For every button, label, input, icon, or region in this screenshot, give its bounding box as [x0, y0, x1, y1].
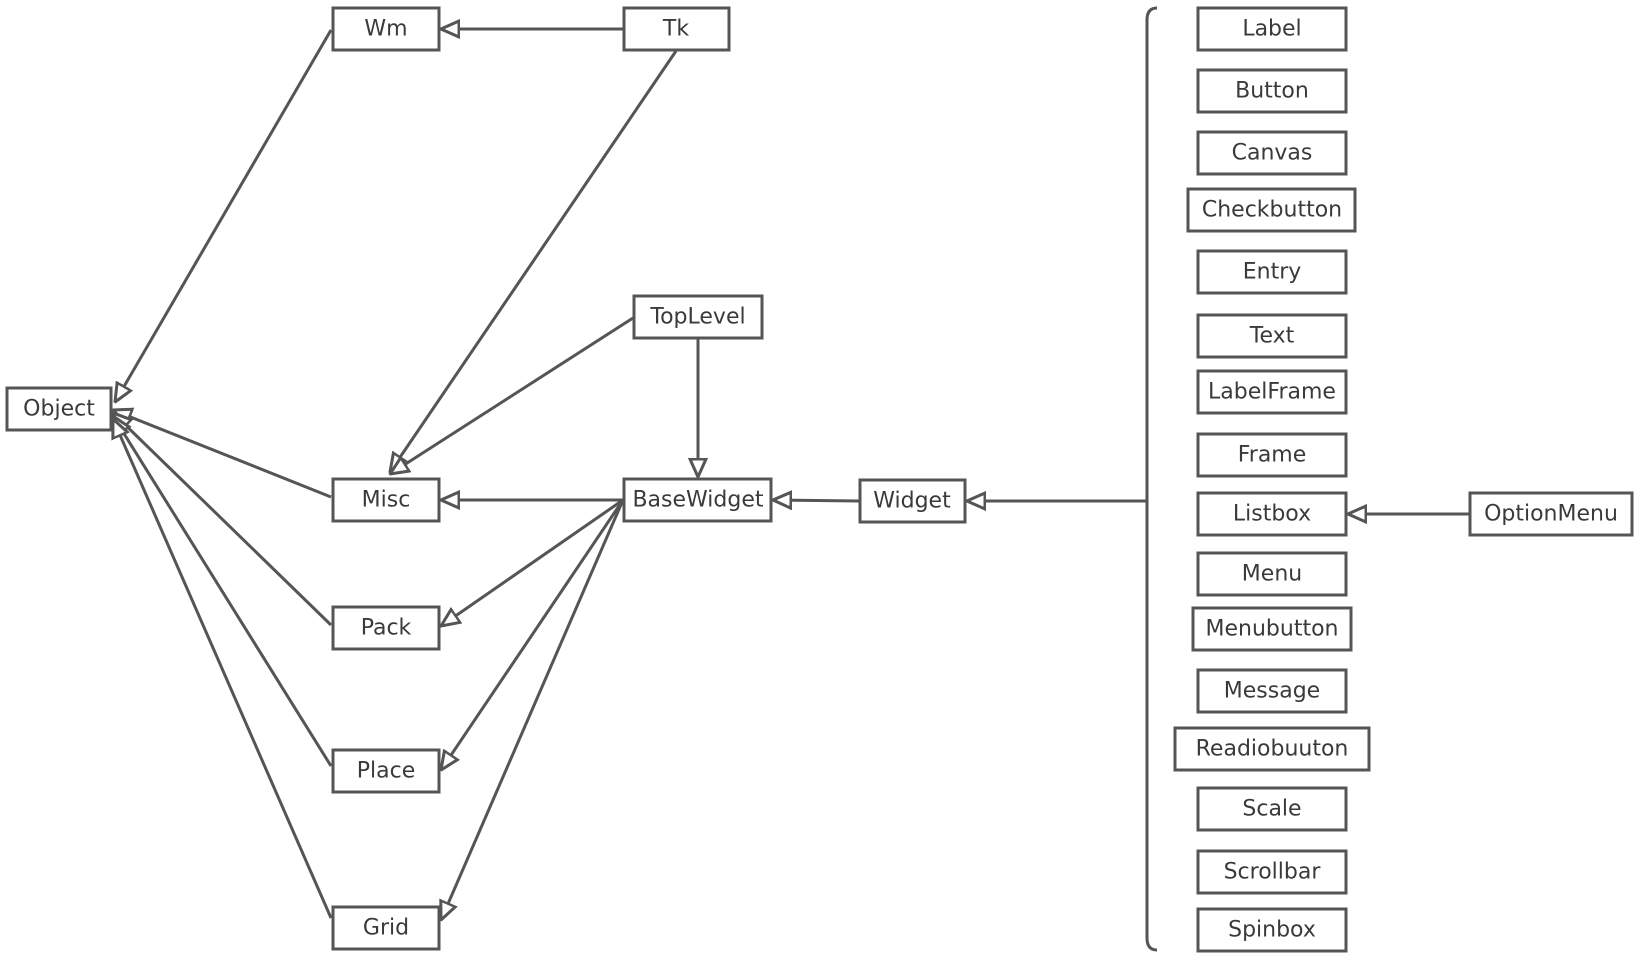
- node-scale-label: Scale: [1242, 797, 1301, 822]
- node-place-label: Place: [357, 759, 416, 784]
- node-menubutton-label: Menubutton: [1206, 617, 1339, 642]
- node-button: Button: [1196, 68, 1348, 114]
- node-optionmenu-label: OptionMenu: [1484, 502, 1618, 527]
- node-menu-label: Menu: [1242, 562, 1302, 587]
- inheritance-edges: [113, 29, 1469, 920]
- node-text-label: Text: [1249, 324, 1295, 349]
- node-message-label: Message: [1224, 679, 1320, 704]
- node-scrollbar: Scrollbar: [1196, 849, 1348, 895]
- node-pack-label: Pack: [361, 616, 412, 641]
- edge-misc-object: [113, 410, 332, 499]
- node-menu: Menu: [1196, 551, 1348, 597]
- node-menubutton: Menubutton: [1191, 606, 1353, 652]
- node-checkbutton-label: Checkbutton: [1202, 198, 1342, 223]
- node-basewidget: BaseWidget: [622, 477, 773, 523]
- node-widget: Widget: [858, 478, 967, 524]
- node-wm-label: Wm: [364, 17, 407, 42]
- node-scrollbar-label: Scrollbar: [1224, 860, 1322, 885]
- edge-grid-object: [113, 419, 333, 919]
- node-entry-label: Entry: [1243, 260, 1302, 285]
- node-listbox: Listbox: [1196, 491, 1348, 537]
- node-optionmenu: OptionMenu: [1468, 491, 1634, 537]
- node-labelframe-label: LabelFrame: [1208, 380, 1336, 405]
- node-toplevel: TopLevel: [632, 294, 764, 340]
- node-basewidget-label: BaseWidget: [632, 488, 763, 513]
- node-place: Place: [331, 748, 441, 794]
- node-misc-label: Misc: [362, 488, 411, 513]
- widget-subclass-bracket: [1145, 6, 1158, 952]
- node-canvas: Canvas: [1196, 130, 1348, 176]
- node-pack: Pack: [331, 605, 441, 651]
- class-nodes: Object Wm Tk TopLevel Misc BaseWidget Wi…: [5, 6, 1634, 953]
- edge-basewidget-grid: [441, 499, 625, 920]
- node-misc: Misc: [331, 477, 441, 523]
- node-spinbox-label: Spinbox: [1228, 918, 1316, 943]
- node-canvas-label: Canvas: [1232, 141, 1313, 166]
- edge-wm-object: [115, 29, 333, 402]
- node-message: Message: [1196, 668, 1348, 714]
- edge-basewidget-place: [441, 499, 625, 770]
- edge-basewidget-pack: [441, 498, 624, 626]
- node-label-label: Label: [1242, 17, 1301, 42]
- node-text: Text: [1196, 313, 1348, 359]
- node-frame-label: Frame: [1238, 443, 1307, 468]
- edge-widget-basewidget: [773, 500, 860, 501]
- node-object-label: Object: [23, 397, 95, 422]
- node-labelframe: LabelFrame: [1196, 369, 1348, 415]
- node-scale: Scale: [1196, 786, 1348, 832]
- node-wm: Wm: [331, 6, 441, 52]
- edge-pack-object: [113, 413, 333, 627]
- node-readiobuuton-label: Readiobuuton: [1196, 737, 1349, 762]
- edge-tk-misc: [390, 50, 678, 472]
- edge-place-object: [113, 416, 333, 767]
- node-widget-label: Widget: [873, 489, 951, 514]
- node-toplevel-label: TopLevel: [649, 305, 745, 330]
- node-checkbutton: Checkbutton: [1186, 187, 1357, 233]
- node-frame: Frame: [1196, 432, 1348, 478]
- node-entry: Entry: [1196, 249, 1348, 295]
- node-object: Object: [5, 386, 113, 432]
- node-tk-label: Tk: [662, 17, 689, 42]
- edge-toplevel-misc: [390, 316, 634, 474]
- node-label: Label: [1196, 6, 1348, 52]
- node-grid: Grid: [331, 905, 441, 951]
- node-button-label: Button: [1235, 79, 1309, 104]
- node-tk: Tk: [622, 6, 731, 52]
- node-listbox-label: Listbox: [1233, 502, 1311, 527]
- node-grid-label: Grid: [363, 916, 409, 941]
- node-spinbox: Spinbox: [1196, 907, 1348, 953]
- node-readiobuuton: Readiobuuton: [1173, 726, 1371, 772]
